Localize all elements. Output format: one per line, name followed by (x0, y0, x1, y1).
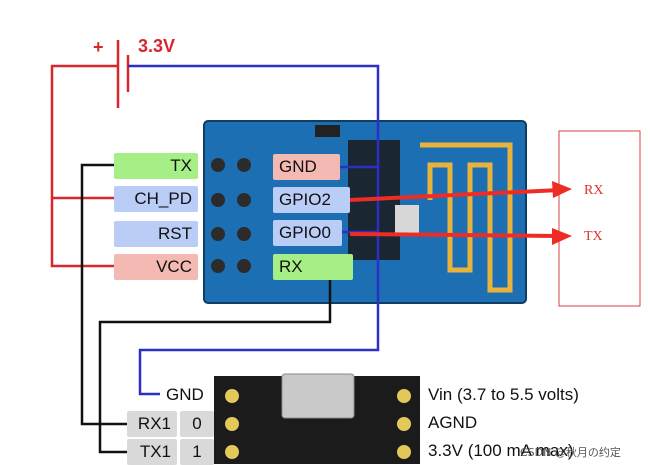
target-tx-label: TX (584, 229, 603, 244)
flash-chip (315, 125, 340, 137)
crystal (395, 205, 419, 233)
pin-label-gnd: GND (273, 154, 340, 180)
adapter-rx1-number: 0 (180, 411, 214, 437)
pin-label-gpio2: GPIO2 (273, 187, 350, 213)
ground-wire (128, 64, 380, 396)
data-wires (80, 163, 332, 454)
watermark: CSDN @秋月の约定 (520, 446, 621, 459)
pin-label-tx: TX (114, 153, 198, 179)
pin-label-vcc: VCC (114, 254, 198, 280)
antenna-trace (420, 142, 513, 293)
adapter-tx1-label: TX1 (127, 439, 177, 465)
adapter-rx1-label: RX1 (127, 411, 177, 437)
usb-port (281, 373, 355, 419)
pin-label-rst: RST (114, 221, 198, 247)
adapter-tx1-number: 1 (180, 439, 214, 465)
supply-plus-sign: + (93, 37, 104, 57)
usb-adapter-board (214, 373, 420, 464)
signal-arrows (349, 181, 572, 245)
adapter-vin-label: Vin (3.7 to 5.5 volts) (428, 385, 579, 404)
pin-label-rx: RX (273, 254, 353, 280)
pin-label-ch-pd: CH_PD (114, 186, 198, 212)
adapter-3v3-label: 3.3V (100 mA max) (428, 441, 574, 460)
battery-symbol (116, 40, 130, 108)
adapter-agnd-label: AGND (428, 413, 478, 432)
pin-header (211, 158, 251, 273)
pin-label-gpio0: GPIO0 (273, 220, 342, 246)
target-rx-label: RX (584, 183, 604, 198)
target-device-box (558, 130, 641, 307)
esp01-board (203, 120, 527, 304)
adapter-gnd-label: GND (166, 385, 204, 404)
supply-voltage-label: 3.3V (138, 36, 176, 56)
